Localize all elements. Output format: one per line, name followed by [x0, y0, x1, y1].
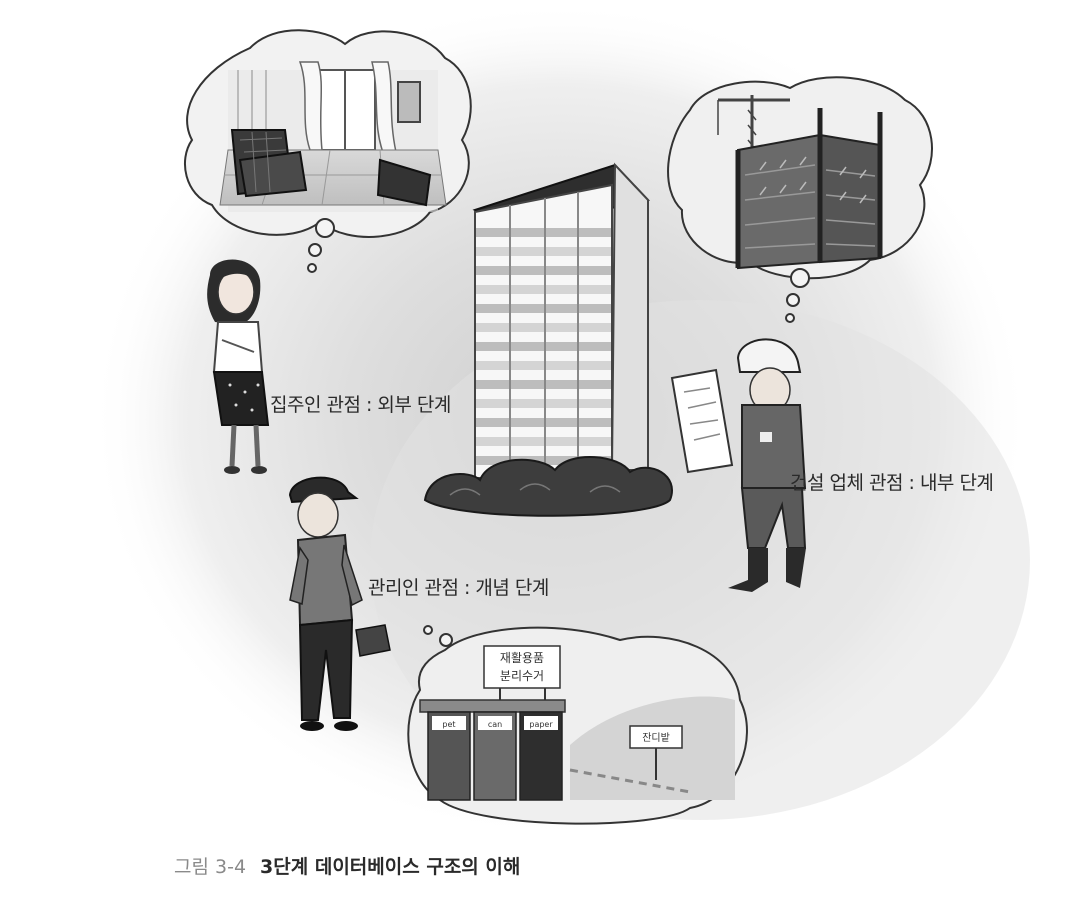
builder-figure: [670, 338, 807, 592]
building-floor-band: [476, 228, 611, 237]
building-floor-band: [476, 323, 611, 332]
manager-figure: [288, 476, 391, 731]
bin-label-pet: pet: [442, 720, 455, 729]
manager-thought-bubble: [407, 625, 748, 825]
owner-view-label: 집주인 관점 : 외부 단계: [270, 394, 451, 416]
building-floor-band: [476, 304, 611, 313]
owner-thought-bubble: [184, 29, 472, 273]
lawn-sign: 잔디밭: [642, 732, 670, 744]
building-floor-band: [476, 437, 611, 446]
building-floor-band: [476, 285, 611, 294]
building-floor-band: [476, 361, 611, 370]
building-floor-band: [476, 418, 611, 427]
recycle-sign-line2: 분리수거: [500, 669, 544, 683]
builder-thought-bubble: [667, 76, 933, 323]
figure-number: 그림 3-4: [174, 856, 247, 878]
building-floor-band: [476, 247, 611, 256]
figure-caption: 그림 3-4 3단계 데이터베이스 구조의 이해: [174, 852, 520, 879]
building-floor-band: [476, 399, 611, 408]
owner-figure: [207, 259, 270, 474]
recycle-sign-line1: 재활용품: [500, 651, 544, 665]
builder-view-label: 건설 업체 관점 : 내부 단계: [790, 472, 994, 494]
figure-title: 3단계 데이터베이스 구조의 이해: [260, 856, 521, 878]
bin-label-paper: paper: [529, 720, 553, 729]
building-floor-band: [476, 342, 611, 351]
bin-label-can: can: [488, 720, 502, 729]
manager-view-label: 관리인 관점 : 개념 단계: [368, 577, 549, 599]
building-floor-band: [476, 380, 611, 389]
apartment-building: [423, 162, 673, 517]
building-floor-band: [476, 266, 611, 275]
building-floor-band: [476, 456, 611, 465]
